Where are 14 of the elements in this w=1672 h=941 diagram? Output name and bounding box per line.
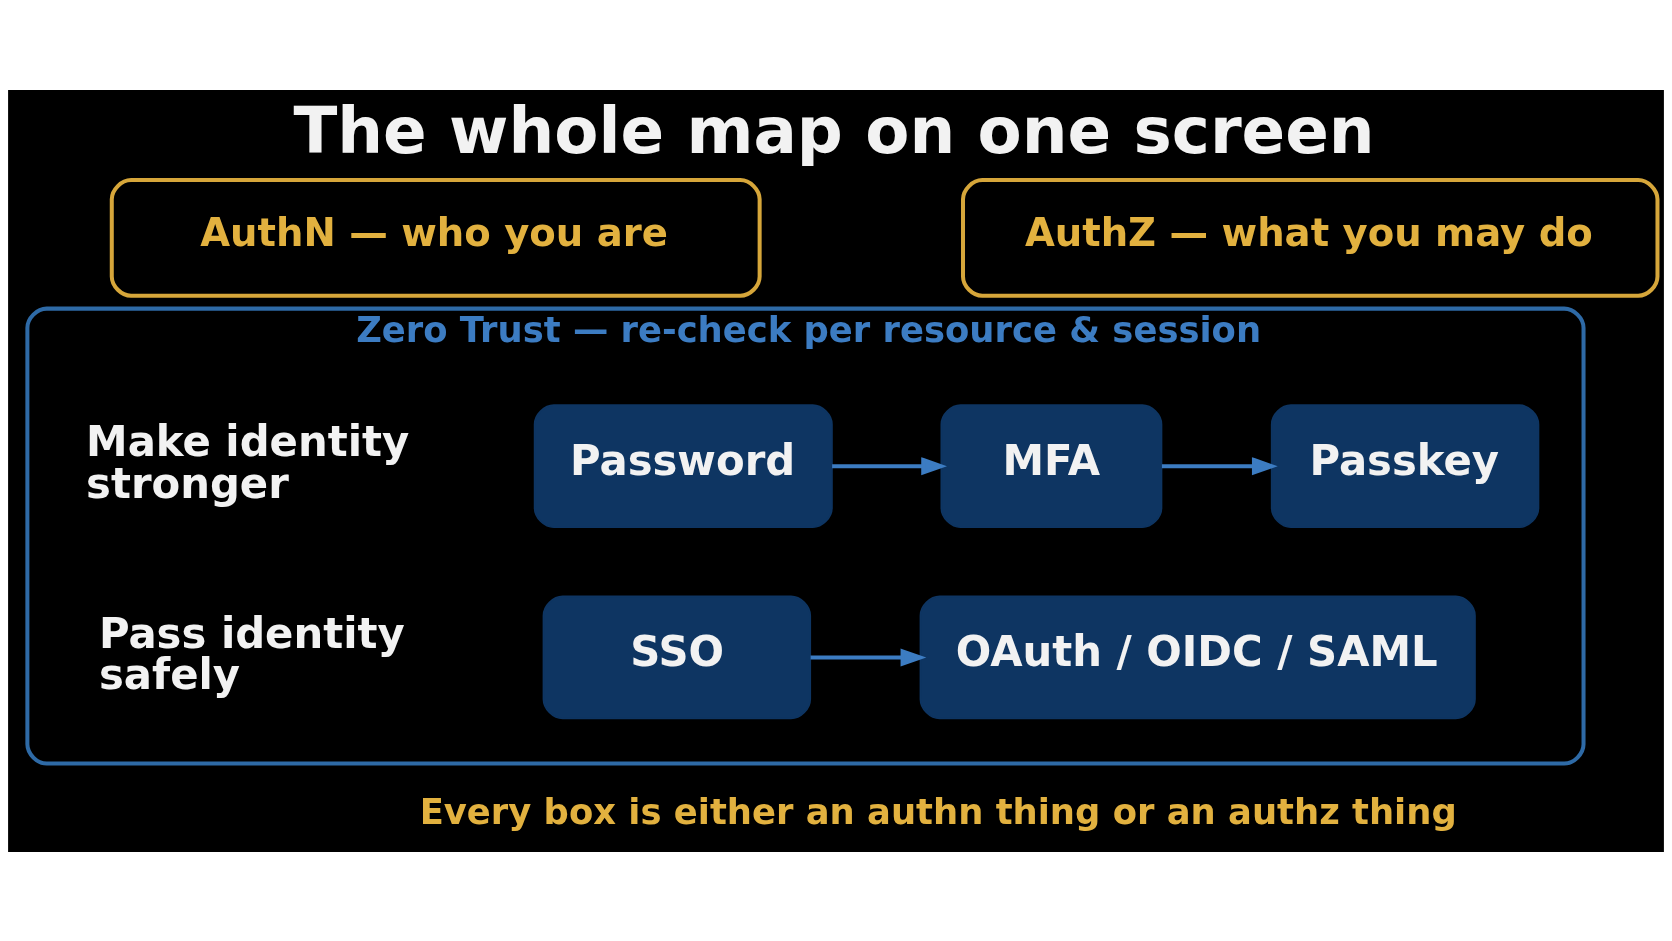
arrow xyxy=(832,456,947,475)
node-box: SSO xyxy=(542,595,812,719)
label: Make identity stronger xyxy=(86,416,410,508)
node-box: AuthZ — what you may do xyxy=(961,177,1660,298)
caption: Every box is either an authn thing or an authz thing xyxy=(419,790,1457,832)
node-box: OAuth / OIDC / SAML xyxy=(919,595,1476,719)
node-box: MFA xyxy=(940,403,1163,528)
node-box: Password xyxy=(533,403,833,528)
arrow xyxy=(1161,456,1278,475)
node-box: AuthN — who you are xyxy=(109,177,762,298)
diagram-title: The whole map on one screen xyxy=(293,92,1375,168)
label: Pass identity safely xyxy=(98,608,405,699)
arrow xyxy=(810,647,927,666)
node-box: Passkey xyxy=(1270,403,1540,528)
